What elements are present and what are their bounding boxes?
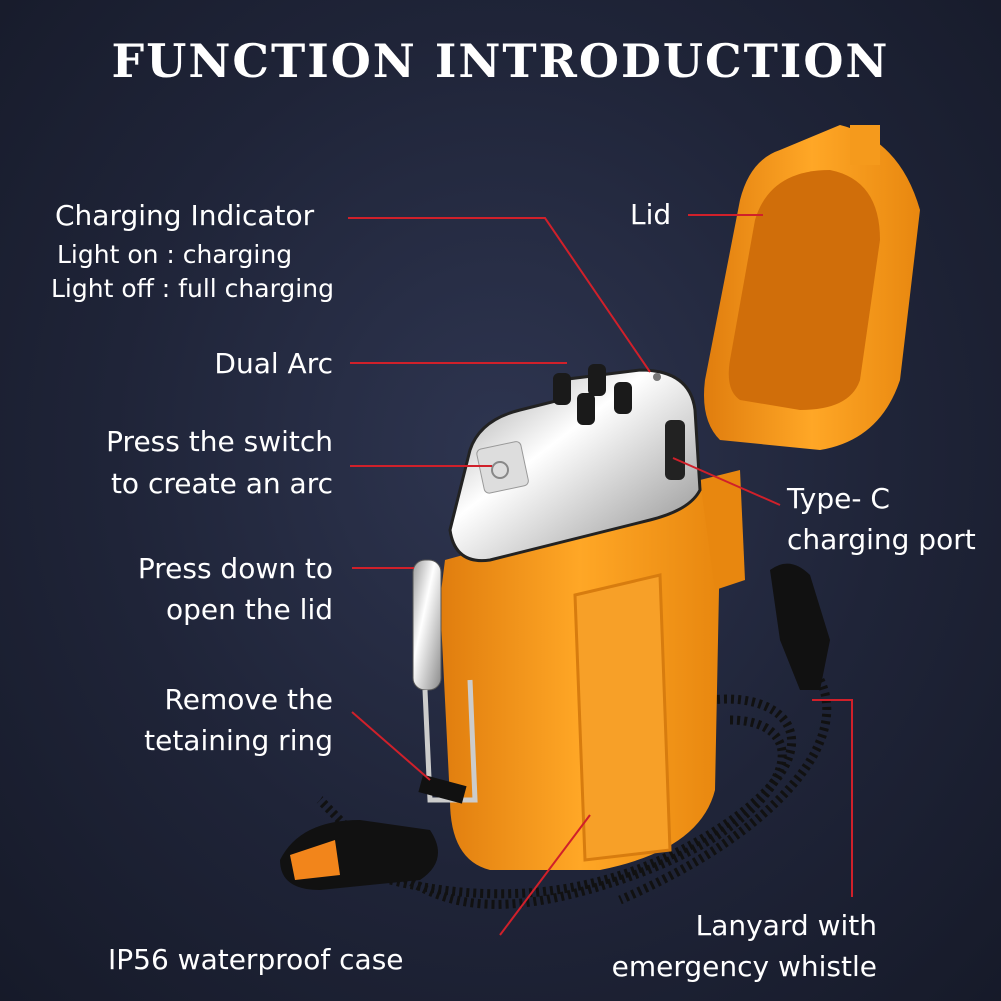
label-lanyard-2: emergency whistle <box>611 950 877 983</box>
label-charging-indicator: Charging Indicator <box>55 199 315 232</box>
arc-electrodes <box>553 364 632 425</box>
label-lid: Lid <box>630 198 672 231</box>
label-remove-1: Remove the <box>164 683 333 716</box>
whistle-icon <box>280 820 438 890</box>
page-title: FUNCTION INTRODUCTION <box>111 34 890 88</box>
lanyard-clip <box>770 563 830 690</box>
label-typec-1: Type- C <box>787 482 890 515</box>
chrome-insert <box>448 368 702 563</box>
lid <box>704 125 920 450</box>
label-switch-2: to create an arc <box>110 467 333 500</box>
case-body <box>440 470 745 870</box>
lid-release-clip <box>412 559 442 691</box>
label-lanyard-1: Lanyard with <box>695 909 877 942</box>
label-waterproof-case: IP56 waterproof case <box>108 943 404 976</box>
label-dual-arc: Dual Arc <box>214 347 333 380</box>
label-light-on: Light on : charging <box>57 240 293 269</box>
charging-indicator-light <box>653 373 661 381</box>
label-light-off: Light off : full charging <box>51 274 334 303</box>
label-remove-2: tetaining ring <box>144 724 333 757</box>
leader-lines <box>348 214 853 936</box>
label-press-down-2: open the lid <box>166 593 333 626</box>
label-switch-1: Press the switch <box>106 425 333 458</box>
label-press-down-1: Press down to <box>137 552 333 585</box>
label-typec-2: charging port <box>787 523 976 556</box>
